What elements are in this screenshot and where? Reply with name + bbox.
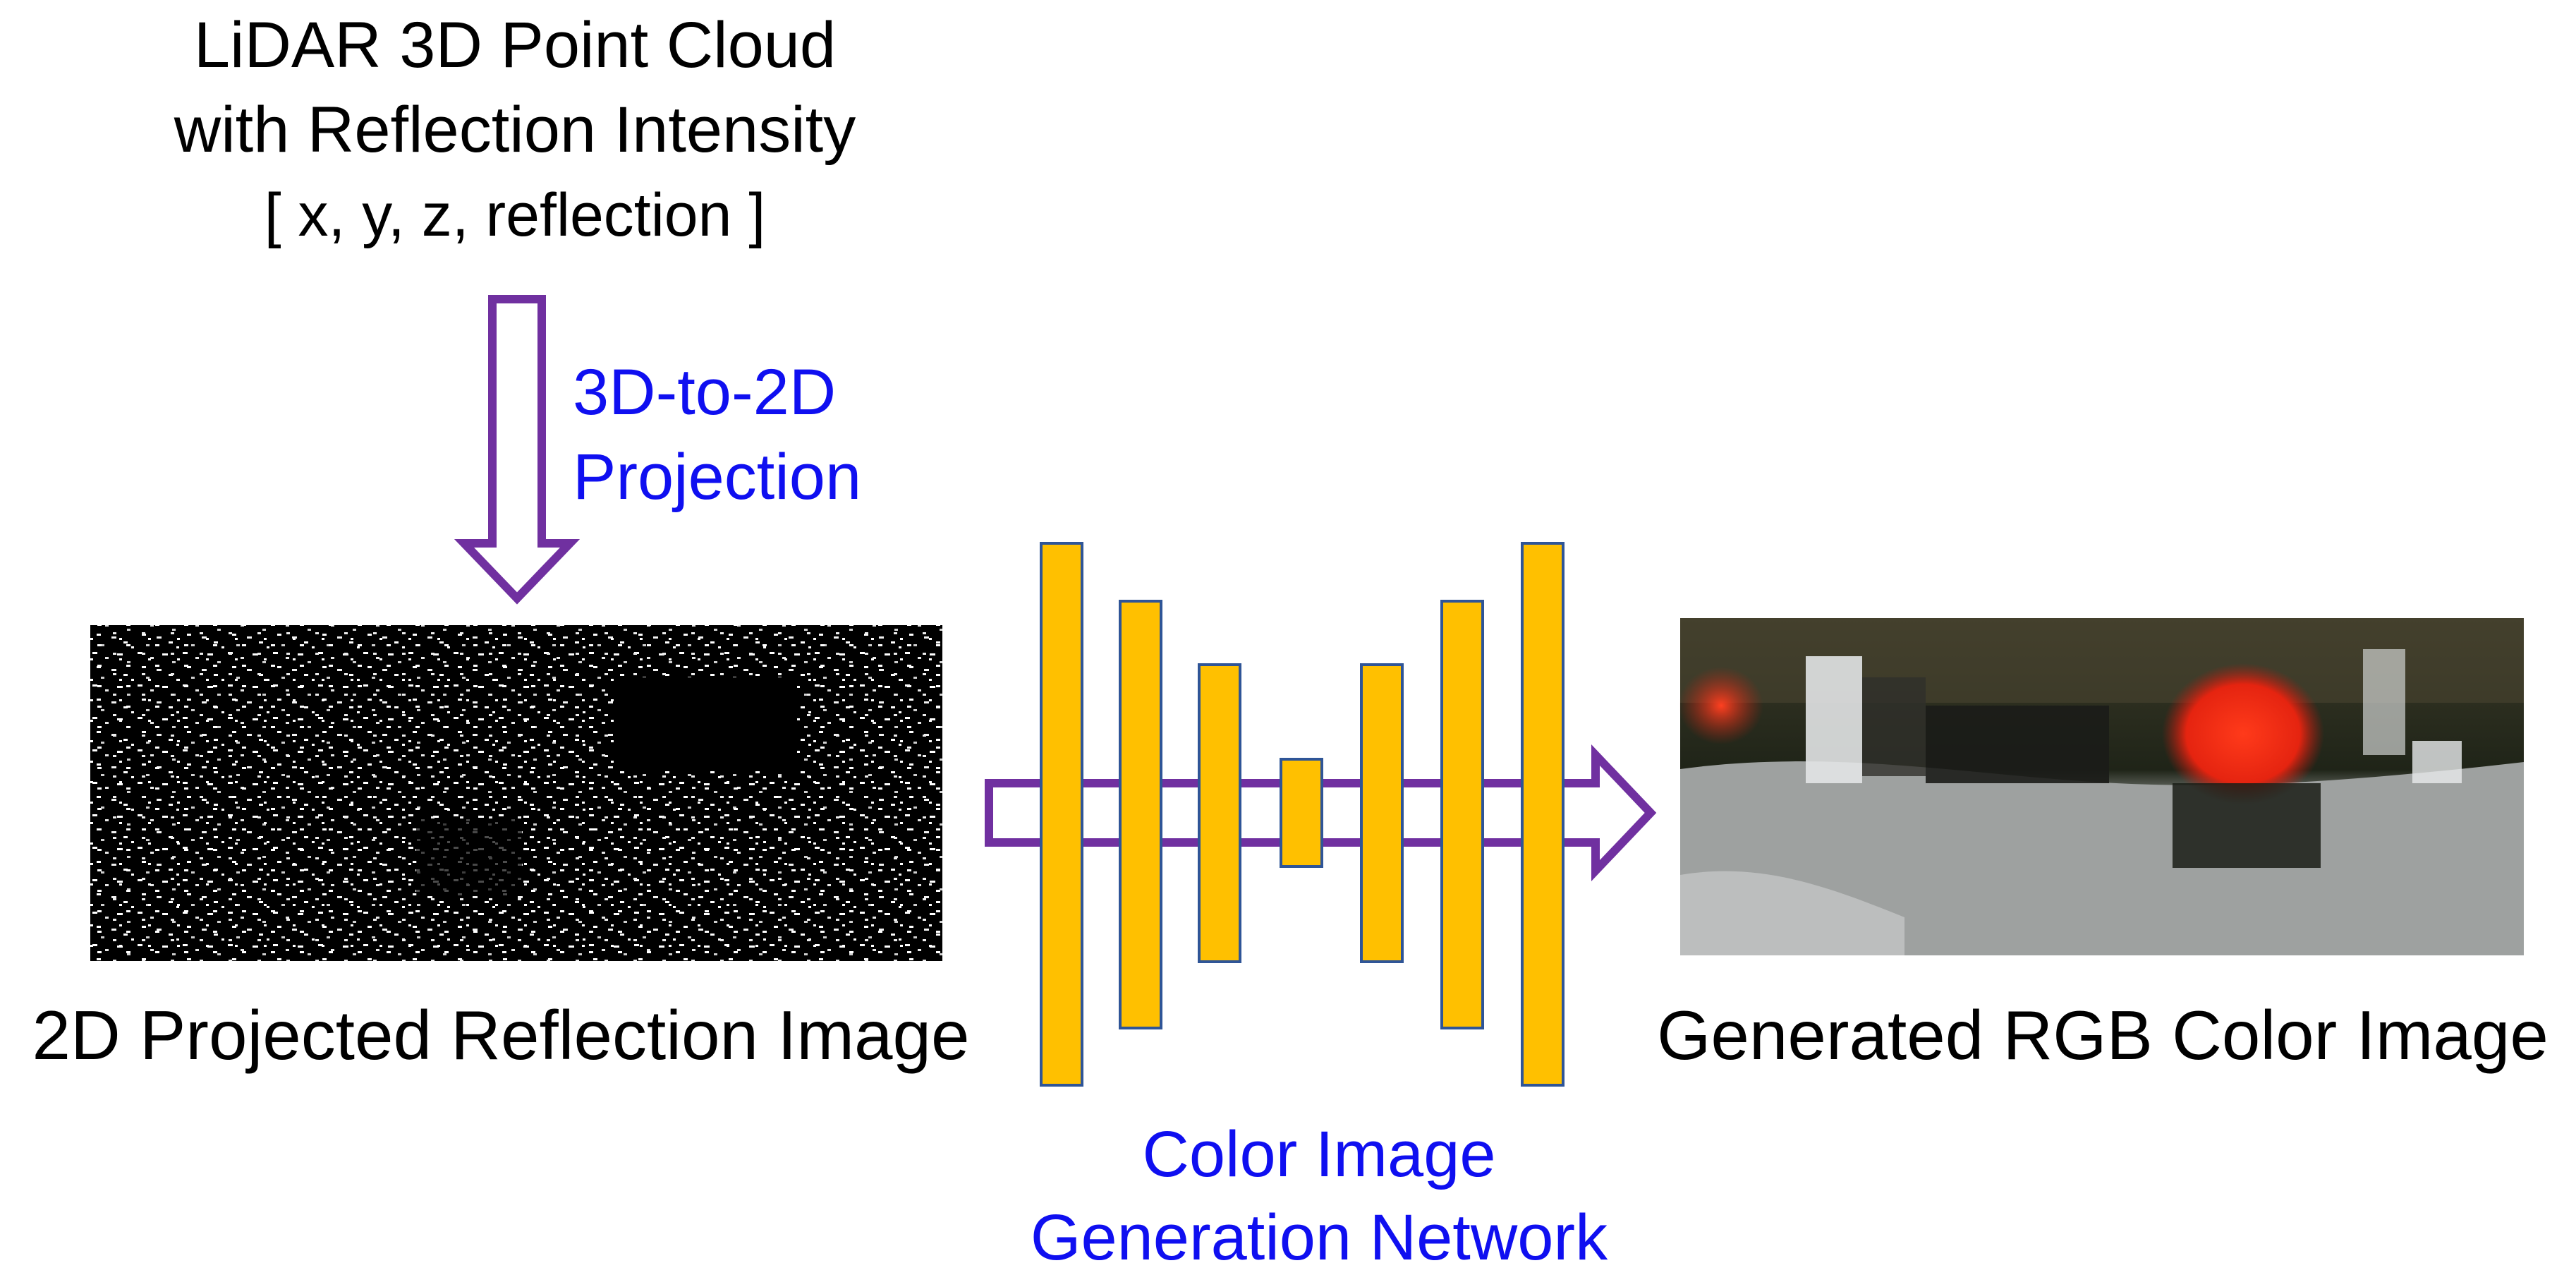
- layer-2: [1119, 600, 1162, 1029]
- generated-rgb-image: [1679, 618, 2524, 955]
- input-vector: [ x, y, z, reflection ]: [264, 181, 766, 249]
- layer-5: [1360, 663, 1404, 963]
- network-layers: [1040, 542, 1565, 1087]
- layer-6: [1440, 600, 1484, 1029]
- input-title-line1: LiDAR 3D Point Cloud: [193, 9, 837, 81]
- projection-arrow: [454, 295, 581, 605]
- layer-1: [1040, 542, 1083, 1087]
- rgb-image-caption: Generated RGB Color Image: [1657, 996, 2548, 1074]
- projection-label-line2: Projection: [573, 441, 862, 513]
- layer-4: [1280, 758, 1323, 868]
- input-title-line2: with Reflection Intensity: [174, 94, 856, 166]
- reflection-image: [90, 625, 942, 961]
- projection-label-line1: 3D-to-2D: [573, 356, 837, 428]
- reflection-image-caption: 2D Projected Reflection Image: [32, 996, 970, 1074]
- network-label-line1: Color Image: [1142, 1118, 1496, 1190]
- layer-3: [1198, 663, 1241, 963]
- network-label-line2: Generation Network: [1030, 1202, 1608, 1274]
- layer-7: [1521, 542, 1565, 1087]
